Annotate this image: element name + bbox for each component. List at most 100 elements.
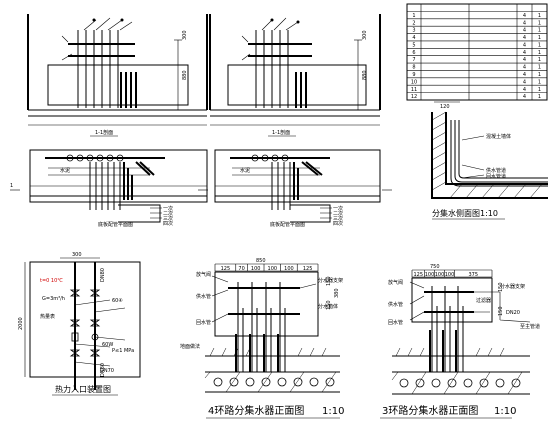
table-cell: 4 (523, 42, 526, 48)
front-title: 4环路分集水器正面图 (208, 404, 304, 417)
marker-1: 1 (10, 183, 13, 189)
right-dim-150a: 150 (498, 282, 504, 292)
entry-dim-300: 300 (72, 252, 82, 258)
side-label-wall: 混凝土墙体 (486, 133, 511, 140)
entry-flow: G=3m³/h (42, 296, 65, 302)
table-cell: 1 (538, 72, 541, 78)
right-title: 3环路分集水器正面图 (382, 404, 478, 417)
dim-880-b: 880 (362, 70, 368, 80)
right-label-filter: 过滤器 (476, 297, 491, 304)
table-cell: 4 (523, 79, 526, 85)
plan-right-label-1: 一次 (333, 205, 343, 212)
table-cell: 1 (538, 87, 541, 93)
table-cell: 4 (523, 87, 526, 93)
entry-diagram: 300 2000 DN80 DN80 t=0 10℃ G=3m³/h 60④ 热… (18, 252, 141, 396)
table-cell: 9 (412, 72, 415, 78)
table-cell: 10 (411, 79, 417, 85)
plan-view-left: 一次 二次 三次 四次 水泥 底板配管平面图 1 (10, 149, 208, 228)
table-cell: 4 (523, 35, 526, 41)
table-cell: 1 (538, 65, 541, 71)
dim-segment: 70 (238, 266, 244, 272)
entry-dn80-top: DN80 (100, 268, 106, 282)
plan-right-water: 水泥 (240, 167, 250, 174)
front-dim-380: 380 (334, 288, 340, 298)
section-view-left: 880 300 1-1剖面 (27, 14, 208, 137)
table-cell: 5 (412, 42, 415, 48)
table-cell: 4 (523, 94, 526, 100)
table-cell: 12 (411, 94, 417, 100)
plan-left-water: 水泥 (60, 167, 70, 174)
section-b-title: 1-1剖面 (272, 129, 290, 136)
front-label-floor: 地面做法 (180, 343, 200, 350)
dim-segment: 125 (221, 266, 231, 272)
right-label-bracket: 分水器支架 (500, 283, 525, 290)
entry-label-600: 60④ (112, 298, 123, 304)
plan-right-label-4: 四次 (333, 220, 343, 227)
side-label-pipe2: 回水管道 (486, 173, 506, 180)
side-section: 120 混凝土墙体 供水管道 回水管道 分集水侧面图 1:10 (431, 101, 548, 220)
entry-dim-dn70: DN70 (100, 368, 114, 374)
side-title: 分集水侧面图 (432, 208, 480, 218)
right-label-air: 放气阀 (388, 279, 403, 286)
plan-left-label-1: 一次 (163, 205, 173, 212)
dim-segment: 375 (468, 272, 478, 278)
dim-300-b: 300 (362, 30, 368, 40)
front-dim-850: 850 (256, 258, 266, 264)
front-dim-150b: 150 (326, 300, 332, 310)
entry-title: 热力入口装置图 (55, 384, 111, 394)
table-cell: 6 (412, 50, 415, 56)
front-label-cabinet: 分水箱体 (318, 303, 338, 310)
entry-temp: t=0 10℃ (40, 278, 63, 284)
table-cell: 4 (523, 28, 526, 34)
table-cell: 1 (538, 94, 541, 100)
table-cell: 4 (523, 13, 526, 19)
section-view-right: 880 300 1-1剖面 (209, 14, 381, 137)
table-cell: 8 (412, 65, 415, 71)
table-cell: 1 (538, 28, 541, 34)
table-cell: 1 (538, 13, 541, 19)
plan-right-label-3: 三次 (333, 215, 343, 222)
front-label-return: 回水管 (196, 319, 211, 326)
dim-segment: 100 (251, 266, 261, 272)
plan-view-right: 一次 二次 三次 四次 水泥 底板配管平面图 (198, 149, 392, 228)
table-cell: 2 (412, 20, 415, 26)
dim-segment: 100 (445, 272, 455, 278)
side-dim-120: 120 (440, 104, 450, 110)
section-a-title: 1-1剖面 (95, 129, 113, 136)
plan-left-label-3: 三次 (163, 215, 173, 222)
table-cell: 4 (523, 50, 526, 56)
table-cell: 4 (523, 72, 526, 78)
right-label-dn: DN20 (506, 310, 520, 316)
table-cell: 1 (538, 57, 541, 63)
front-label-supply: 供水管 (196, 293, 211, 300)
front-dim-150a: 150 (326, 276, 332, 286)
front-label-bracket: 分水器支架 (318, 277, 343, 284)
right-label-out: 至主管道 (520, 323, 540, 330)
dim-segment: 100 (425, 272, 435, 278)
front-scale: 1:10 (322, 406, 344, 417)
right-dim-150b: 150 (498, 306, 504, 316)
right-label-return: 回水管 (388, 319, 403, 326)
side-label-pipe1: 供水管道 (486, 167, 506, 174)
side-scale: 1:10 (480, 209, 498, 218)
plan-right-label-2: 二次 (333, 210, 343, 217)
entry-heat: 60W (102, 342, 113, 348)
table-cell: 4 (412, 35, 415, 41)
table-cell: 1 (412, 13, 415, 19)
table-cell: 1 (538, 50, 541, 56)
right-label-supply: 供水管 (388, 301, 403, 308)
entry-label-w: 热量表 (40, 313, 55, 320)
table-cell: 1 (538, 20, 541, 26)
table-cell: 1 (538, 35, 541, 41)
dim-880: 880 (182, 70, 188, 80)
entry-press: P≤1 MPa (112, 348, 134, 354)
front-label-air: 放气阀 (196, 271, 211, 278)
table-cell: 3 (412, 28, 415, 34)
table-cell: 1 (538, 79, 541, 85)
dim-segment: 100 (268, 266, 278, 272)
plan-left-label-4: 四次 (163, 220, 173, 227)
dim-segment: 125 (413, 272, 423, 278)
plan-right-caption: 底板配管平面图 (270, 221, 305, 228)
